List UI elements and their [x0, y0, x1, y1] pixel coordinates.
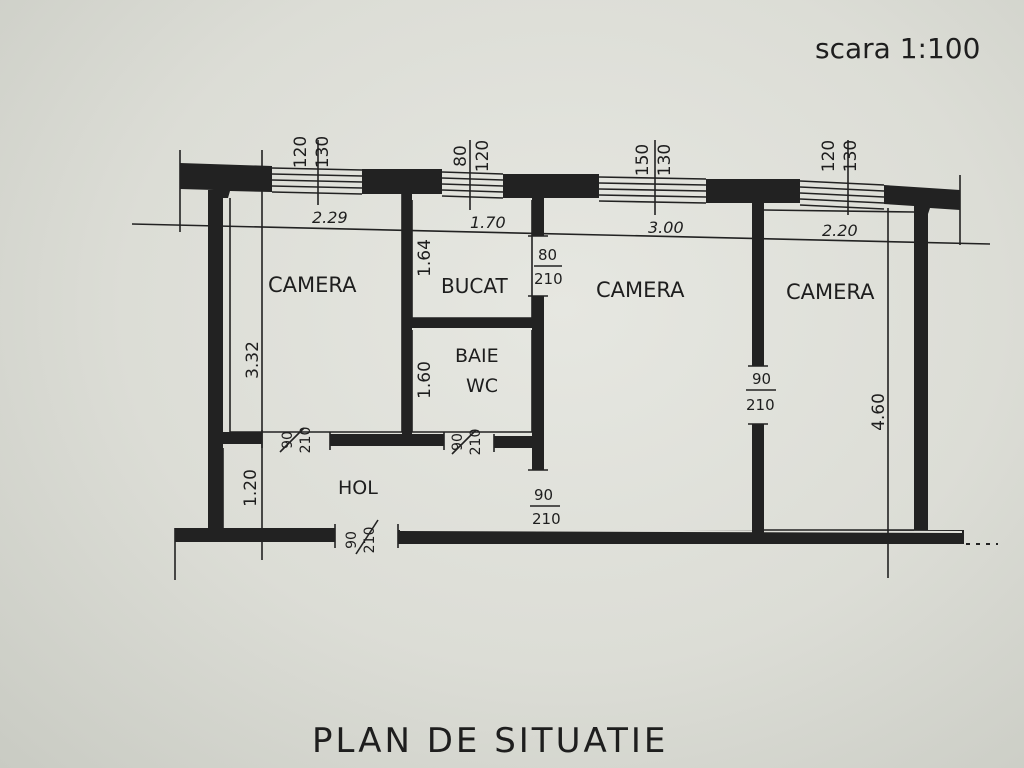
- door-camera-1-slash: [279, 427, 305, 453]
- room-label-baie: BAIE: [455, 345, 499, 367]
- depth-bucat: 1.64: [415, 239, 435, 277]
- wall-bucat-bottom: [410, 318, 540, 328]
- window-2: [441, 171, 504, 199]
- door-camera-3: 90 210: [746, 370, 776, 414]
- door-entry: 90 210: [344, 527, 378, 554]
- window-4: [799, 180, 885, 210]
- svg-text:210: 210: [362, 527, 378, 554]
- svg-text:120: 120: [473, 140, 493, 172]
- wall-baie-stub: [532, 436, 544, 470]
- wall-bottom-right: [398, 530, 964, 544]
- svg-text:90: 90: [752, 370, 771, 388]
- wall-top-left: [180, 163, 272, 198]
- svg-text:90: 90: [534, 486, 553, 504]
- width-camera-2: 3.00: [648, 218, 684, 237]
- wall-top-3: [706, 179, 800, 203]
- svg-text:210: 210: [468, 429, 484, 456]
- svg-text:210: 210: [534, 270, 563, 288]
- window-1: [271, 167, 363, 195]
- wall-bottom-left: [175, 528, 335, 542]
- svg-text:210: 210: [298, 427, 314, 454]
- svg-text:120: 120: [291, 136, 311, 168]
- dimension-lines: [261, 140, 889, 578]
- wall-right: [914, 206, 928, 534]
- camera3-inner-outline: [763, 209, 915, 531]
- wall-camera1-bottom-left: [222, 432, 262, 444]
- room-label-hol: HOL: [338, 477, 378, 499]
- wall-left: [208, 190, 223, 538]
- bucat-inner-outline: [411, 200, 533, 319]
- room-label-bucat: BUCAT: [441, 274, 508, 298]
- width-camera-1: 2.29: [312, 208, 348, 227]
- axis-line-top: [131, 223, 991, 245]
- width-camera-3: 2.20: [822, 221, 858, 240]
- svg-text:80: 80: [451, 145, 471, 167]
- wall-bucat-right: [532, 296, 544, 446]
- wall-bottom-highlight: [399, 529, 963, 533]
- svg-text:80: 80: [538, 246, 557, 264]
- wall-camera1-right: [402, 192, 412, 442]
- wall-baie-bottom-left: [404, 434, 444, 446]
- room-label-camera-1: CAMERA: [268, 273, 357, 297]
- wall-bucat-right-top: [532, 196, 544, 236]
- room-label-camera-3: CAMERA: [786, 280, 875, 304]
- window-3-size: 150 130: [633, 144, 675, 176]
- svg-text:130: 130: [313, 136, 333, 168]
- depth-baie: 1.60: [415, 361, 435, 399]
- width-bucat: 1.70: [470, 213, 506, 232]
- wall-camera3-left-top: [752, 202, 764, 366]
- wall-baie-bottom-right: [494, 436, 544, 448]
- svg-text:210: 210: [532, 510, 561, 528]
- door-bucat: 80 210: [534, 246, 563, 288]
- baie-inner-outline: [411, 330, 533, 433]
- svg-text:90: 90: [450, 433, 466, 451]
- svg-text:210: 210: [746, 396, 775, 414]
- door-camera-2: 90 210: [530, 486, 561, 528]
- svg-text:90: 90: [344, 531, 360, 549]
- svg-text:150: 150: [633, 144, 653, 176]
- wall-top-right: [884, 185, 960, 214]
- room-label-wc: WC: [466, 375, 498, 397]
- door-camera-1: 90 210: [280, 427, 314, 454]
- plan-title: PLAN DE SITUATIE: [312, 721, 668, 761]
- depth-hol: 1.20: [241, 469, 261, 507]
- door-baie-slash: [451, 429, 477, 455]
- scale-label: scara 1:100: [815, 32, 980, 65]
- window-1-size: 120 130: [291, 136, 333, 168]
- svg-text:90: 90: [280, 431, 296, 449]
- room-label-camera-2: CAMERA: [596, 278, 685, 302]
- door-entry-slash: [355, 519, 379, 555]
- wall-camera3-left-bottom: [752, 424, 764, 534]
- svg-text:130: 130: [841, 140, 861, 172]
- door-baie: 90 210: [450, 429, 484, 456]
- depth-camera-1: 3.32: [243, 341, 263, 379]
- depth-camera-3: 4.60: [869, 393, 889, 431]
- window-3: [598, 176, 707, 204]
- window-4-size: 120 130: [819, 140, 861, 172]
- svg-text:130: 130: [655, 144, 675, 176]
- wall-camera1-bottom-right: [330, 434, 410, 446]
- wall-top-1: [362, 169, 442, 194]
- window-2-size: 80 120: [451, 140, 493, 172]
- wall-top-2: [503, 174, 599, 198]
- svg-text:120: 120: [819, 140, 839, 172]
